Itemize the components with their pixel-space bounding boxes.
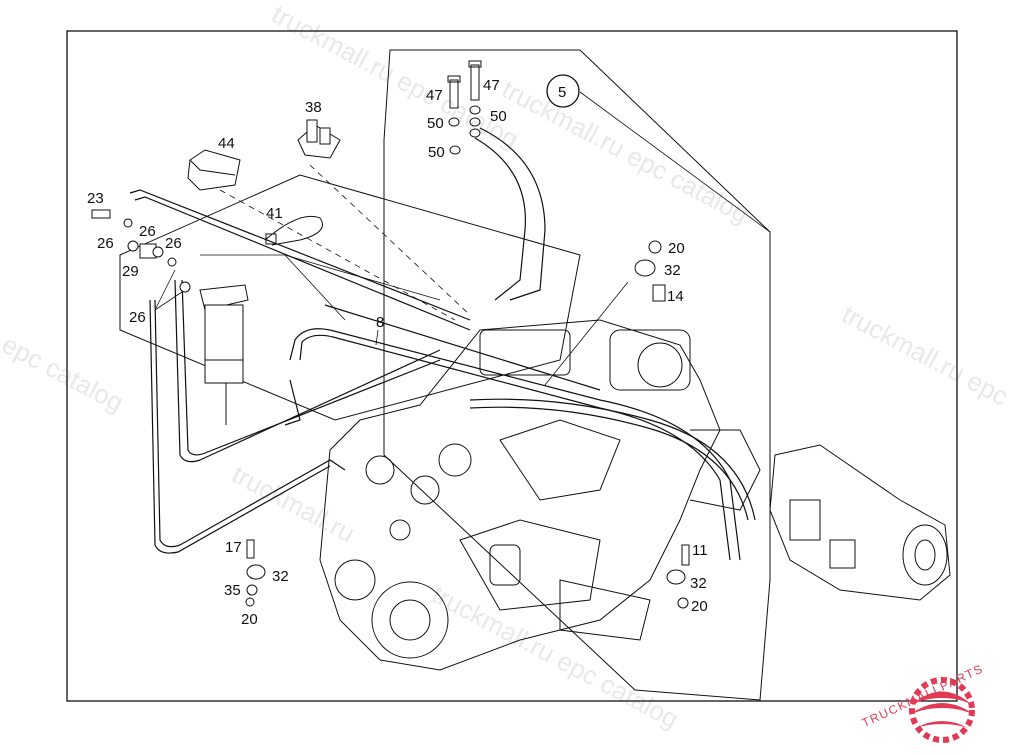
callout-11: 11 (692, 542, 708, 559)
callout-32: 32 (690, 575, 707, 592)
callout-50: 50 (428, 144, 445, 161)
bolt-set-lower-right (666, 544, 690, 609)
callout-32: 32 (664, 262, 681, 279)
callout-8: 8 (376, 314, 384, 331)
callout-47: 47 (483, 77, 500, 94)
starter-motor (769, 444, 951, 601)
callout-17: 17 (225, 539, 242, 556)
callout-20: 20 (691, 598, 708, 615)
part-box (187, 149, 241, 191)
callout-5: 5 (558, 84, 566, 101)
callout-23: 23 (87, 190, 104, 207)
clamp-bracket (297, 119, 341, 159)
watermark-text: truckmall.ru epc (837, 299, 1013, 412)
bolt-set-lower-left (245, 539, 266, 607)
detail-callout-circle (546, 74, 580, 108)
callout-47: 47 (426, 87, 443, 104)
callout-32: 32 (272, 568, 289, 585)
callout-20: 20 (668, 240, 685, 257)
detail-panel-fuel (119, 174, 581, 421)
cable-tie (264, 215, 323, 246)
detail-panel-5 (383, 49, 771, 701)
callout-50: 50 (490, 108, 507, 125)
callout-26: 26 (129, 309, 146, 326)
callout-labels: 47 47 50 50 50 5 38 44 23 26 26 26 29 26… (87, 77, 708, 628)
banjo-fittings (91, 209, 191, 293)
watermark-text: truckmall.ru epc catalog (427, 579, 684, 734)
callout-26: 26 (97, 235, 114, 252)
callout-38: 38 (305, 99, 322, 116)
fuel-filter (199, 284, 249, 425)
callout-26: 26 (139, 223, 156, 240)
callout-20: 20 (241, 611, 258, 628)
watermark-text: epc catalog (0, 329, 129, 418)
callout-14: 14 (667, 288, 684, 305)
engine-block (319, 319, 761, 671)
watermark-text: truckmall.ru epc catalog (497, 74, 754, 229)
callout-26: 26 (165, 235, 182, 252)
watermark-text: truckmall.ru (227, 459, 360, 549)
bolt-and-washer-set (447, 60, 482, 155)
diagram-frame (66, 30, 958, 702)
callout-29: 29 (122, 263, 139, 280)
callout-41: 41 (266, 205, 283, 222)
callout-44: 44 (218, 135, 235, 152)
callout-50: 50 (427, 115, 444, 132)
callout-35: 35 (224, 582, 241, 599)
bracket-parts-upper (634, 240, 666, 302)
